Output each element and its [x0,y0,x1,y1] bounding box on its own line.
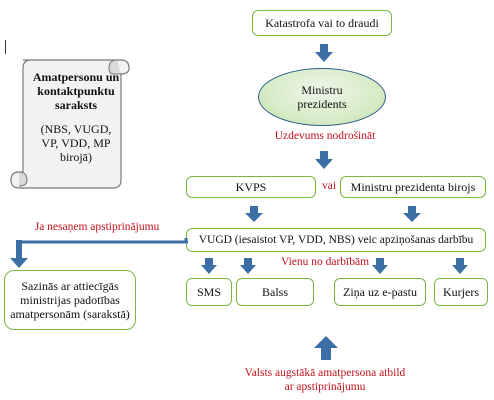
vugd-label: VUGD (iesaistot VP, VDD, NBS) veic apziņ… [198,234,474,246]
courier-box: Kurjers [434,278,488,306]
bureau-box: Ministru prezidenta birojs [340,176,486,198]
text-cursor [5,40,6,54]
contact-line1: Sazinās ar attiecīgās [21,279,119,293]
scroll-title-line3: saraksts [54,98,97,112]
email-box: Ziņa uz e-pastu [334,278,426,306]
arrow-down-icon [403,206,421,222]
arrow-down-icon [201,258,217,274]
bottom-label-line2: ar apstiprinājumu [284,381,366,393]
voice-label: Balss [261,285,288,299]
arrow-down-icon [315,151,333,169]
disaster-box: Katastrofa vai to draudi [252,10,392,36]
arrow-down-icon [245,206,263,222]
courier-label: Kurjers [443,285,479,299]
contact-line2: ministrijas padotības [20,293,120,307]
or-label: vai [321,180,337,192]
kvps-label: KVPS [235,180,267,194]
bottom-label: Valsts augstākā amatpersona atbild ar ap… [230,366,420,394]
bottom-label-line1: Valsts augstākā amatpersona atbild [244,367,406,379]
email-label: Ziņa uz e-pastu [343,285,417,299]
arrow-down-icon [10,240,28,268]
contact-box: Sazinās ar attiecīgās ministrijas padotī… [4,270,136,330]
scroll-body-line3: birojā) [60,150,92,164]
prime-minister-line1: Ministru [301,83,343,97]
scroll-shape [10,59,130,189]
one-of-actions-label: Vienu no darbībām [280,256,370,268]
arrow-left-icon [18,238,188,246]
prime-minister-line2: prezidents [297,97,347,111]
no-confirmation-label: Ja nesaņem apstiprinājumu [34,221,160,233]
bureau-label: Ministru prezidenta birojs [350,180,476,194]
contact-line3: amatpersonām (sarakstā) [10,307,130,321]
scroll-title-line2: kontaktpunktu [37,84,115,98]
scroll-title-line1: Amatpersonu un [32,70,120,84]
prime-minister-ellipse: Ministru prezidents [258,68,386,126]
vugd-box: VUGD (iesaistot VP, VDD, NBS) veic apziņ… [186,228,486,252]
arrow-down-icon [240,258,256,274]
arrow-down-icon [315,44,333,62]
task-label: Uzdevums nodrošināt [274,130,376,142]
scroll-body-line2: VP, VDD, MP [41,136,111,150]
sms-box: SMS [186,278,232,306]
arrow-down-icon [372,258,388,274]
arrow-down-icon [452,258,468,274]
scroll-body-line1: (NBS, VUGD, [40,122,112,136]
voice-box: Balss [236,278,314,306]
kvps-box: KVPS [186,176,316,198]
scroll-text: Amatpersonu un kontaktpunktu saraksts (N… [26,70,126,164]
sms-label: SMS [196,285,222,299]
disaster-label: Katastrofa vai to draudi [265,16,379,30]
arrow-up-icon [314,336,338,360]
